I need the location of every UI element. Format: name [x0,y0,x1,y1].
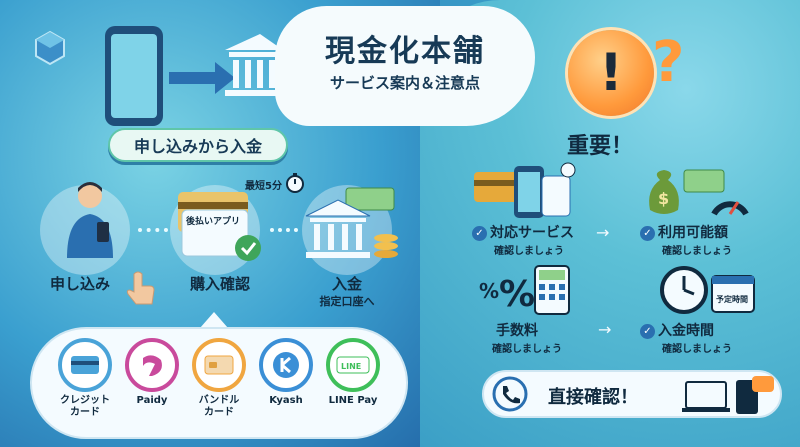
bubble-pointer [200,312,228,328]
bandle-card-icon [192,338,246,392]
check-sub: 確認しましょう [662,246,732,257]
arrow-right-icon: → [598,320,612,339]
page-subtitle: サービス案内＆注意点 [329,74,480,92]
question-mark-icon: ? [652,30,685,95]
important-heading: 重要！ [566,134,633,159]
step-deposit-label: 入金 [331,275,362,293]
check-sub: 確認しましょう [494,246,564,257]
flow-arrow-1 [138,228,168,232]
hand-pointer-icon [126,271,155,305]
contact-label: 直接確認！ [548,387,638,408]
phone-to-bank-illustration [105,26,283,126]
check-icon: ✓ [472,225,487,241]
payment-line-pay: LINE LINE Pay [321,338,385,407]
phone-icon [492,376,528,412]
step-purchase-label: 購入確認 [189,275,250,293]
svg-text:$: $ [658,189,669,208]
payment-label: バンドル カード [198,395,240,418]
cube-icon [35,30,65,66]
contact-bar[interactable] [482,370,782,418]
services-devices-icon [474,162,576,218]
payment-label: Paidy [136,395,168,406]
svg-text:LINE: LINE [341,362,361,371]
calendar-label: 予定時間 [716,295,748,304]
step-deposit-sub: 指定口座へ [319,295,375,308]
title-cloud [275,6,535,126]
app-card-label: 後払いアプリ [186,217,241,227]
step-apply-label: 申し込み [49,275,110,293]
clock-calendar-icon [660,266,755,314]
payment-label: LINE Pay [328,395,378,406]
bank-money-icon [305,187,398,258]
arrow-right-icon: → [596,223,610,242]
check-title: 利用可能額 [658,225,728,241]
payment-kyash: Kyash [254,338,318,407]
payment-credit-card: クレジット カード [53,338,117,419]
fee-calculator-icon: % % [479,265,570,315]
credit-card-icon [58,338,112,392]
check-icon: ✓ [640,323,655,339]
check-services: ✓対応サービス [472,222,574,242]
laptop-chat-icon [682,376,774,414]
warning-icon: ! [568,30,654,116]
timer-label: 最短5分 [245,181,282,192]
flow-banner: 申し込みから入金 [108,128,288,162]
money-bag-gauge-icon: $ [649,169,749,216]
check-sub: 確認しましょう [662,344,732,355]
kyash-icon [259,338,313,392]
card-app-icon [178,192,261,261]
check-icon: ✓ [640,225,655,241]
check-limit: ✓利用可能額 [640,222,728,242]
payment-label: Kyash [269,395,303,406]
person-icon [67,182,113,258]
flow-arrow-2 [270,228,298,232]
check-time: ✓入金時間 [640,320,714,340]
check-sub: 確認しましょう [492,344,562,355]
svg-text:%: % [479,279,499,303]
payment-bandle-card: バンドル カード [187,338,251,419]
payment-label: クレジット カード [60,395,110,418]
line-pay-icon: LINE [326,338,380,392]
stopwatch-icon [286,173,304,193]
check-fee: 手数料 [496,323,538,339]
paidy-icon [125,338,179,392]
payment-paidy: Paidy [120,338,184,407]
page-title: 現金化本舗 [325,34,485,69]
svg-text:%: % [499,274,535,315]
check-title: 入金時間 [658,323,714,339]
check-title: 対応サービス [490,225,574,241]
